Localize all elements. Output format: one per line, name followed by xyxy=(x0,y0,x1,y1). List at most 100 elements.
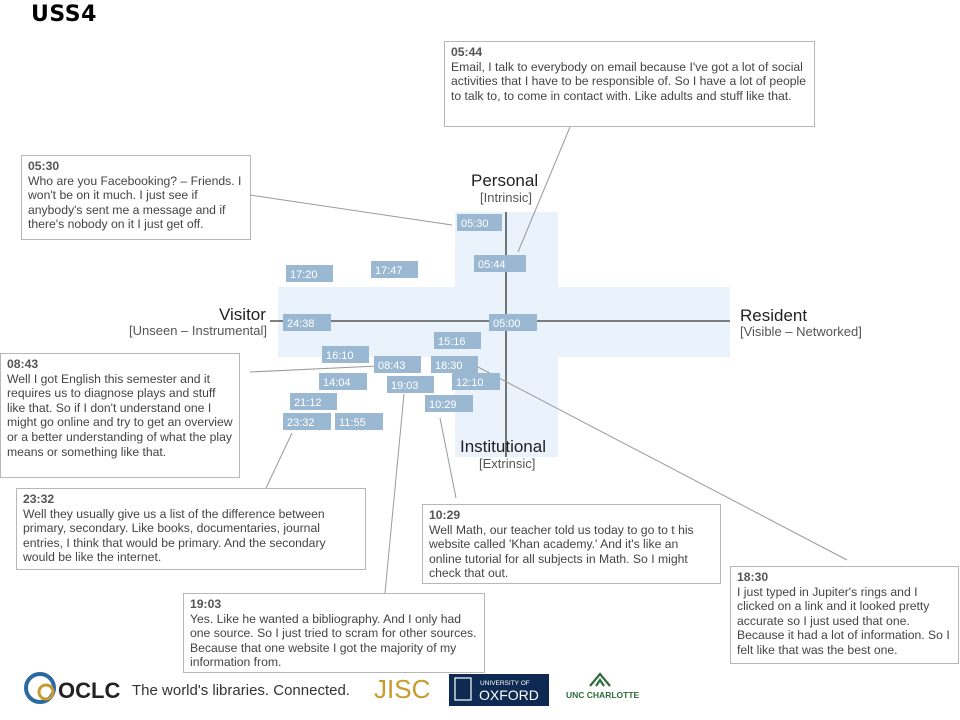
callout-timestamp: 19:03 xyxy=(190,597,222,611)
marker-17-47: 17:47 xyxy=(371,261,418,278)
marker-15-16-label: 15:16 xyxy=(438,336,466,348)
marker-19-03-label: 19:03 xyxy=(391,380,419,392)
axis-bottom-sub: [Extrinsic] xyxy=(479,456,536,471)
marker-12-10-label: 12:10 xyxy=(456,377,484,389)
marker-05-44: 05:44 xyxy=(474,255,526,272)
callout-timestamp: 18:30 xyxy=(737,570,769,584)
marker-24-38-label: 24:38 xyxy=(287,318,315,330)
marker-17-20: 17:20 xyxy=(286,265,333,282)
callout-text: Well I got English this semester and it … xyxy=(7,371,233,459)
callout-08-43: 08:43 Well I got English this semester a… xyxy=(0,353,240,478)
oxford-logo-bg xyxy=(449,674,549,706)
callout-text: Yes. Like he wanted a bibliography. And … xyxy=(190,611,477,670)
marker-10-29-box xyxy=(425,395,473,412)
marker-15-16: 15:16 xyxy=(434,332,481,349)
marker-21-12-label: 21:12 xyxy=(294,397,322,409)
marker-23-32: 23:32 xyxy=(283,413,331,430)
marker-17-47-box xyxy=(371,261,418,278)
axis-top-label: Personal xyxy=(471,171,539,190)
connector-23-32 xyxy=(265,432,293,489)
marker-10-29: 10:29 xyxy=(425,395,473,412)
axis-top-sub: [Intrinsic] xyxy=(480,190,533,205)
axis-right-label: Resident xyxy=(740,306,808,325)
jisc-logo-text: JISC xyxy=(374,674,430,704)
callout-05-30: 05:30 Who are you Facebooking? – Friends… xyxy=(21,155,251,240)
marker-23-32-box xyxy=(283,413,331,430)
connector-lines xyxy=(249,126,848,594)
callout-timestamp: 05:30 xyxy=(28,159,60,173)
callout-timestamp: 10:29 xyxy=(429,508,461,522)
marker-21-12-box xyxy=(290,393,337,410)
marker-11-55-label: 11:55 xyxy=(339,417,366,429)
marker-18-30-box xyxy=(431,356,478,373)
callout-05-44: 05:44 Email, I talk to everybody on emai… xyxy=(444,41,815,127)
callout-text: Well they usually give us a list of the … xyxy=(23,506,326,565)
oxford-logo: UNIVERSITY OF OXFORD xyxy=(449,674,549,706)
callout-text: I just typed in Jupiter's rings and I cl… xyxy=(737,584,950,657)
unc-logo: UNC CHARLOTTE xyxy=(566,672,640,700)
connector-19-03 xyxy=(384,393,405,594)
marker-05-30-box xyxy=(457,214,502,231)
marker-12-10: 12:10 xyxy=(452,373,500,390)
marker-14-04-box xyxy=(319,373,367,390)
marker-11-55: 11:55 xyxy=(335,413,383,430)
marker-05-00-label: 05:00 xyxy=(493,318,521,330)
marker-08-43: 08:43 xyxy=(374,356,421,373)
oclc-logo-mark-inner xyxy=(37,683,55,701)
connector-08-43 xyxy=(249,365,379,373)
marker-14-04: 14:04 xyxy=(319,373,367,390)
unc-logo-mark xyxy=(589,672,611,687)
marker-12-10-box xyxy=(452,373,500,390)
marker-24-38: 24:38 xyxy=(283,314,331,331)
jisc-logo: JISC xyxy=(374,674,430,704)
connector-05-30 xyxy=(249,194,453,226)
marker-17-20-label: 17:20 xyxy=(290,269,318,281)
title: USS4 xyxy=(31,2,97,27)
marker-16-10-box xyxy=(322,346,369,363)
marker-10-29-label: 10:29 xyxy=(429,399,457,411)
callout-18-30: 18:30 I just typed in Jupiter's rings an… xyxy=(730,566,959,664)
oclc-logo: OCLC xyxy=(24,672,120,704)
oclc-logo-mark-outer xyxy=(24,672,56,704)
oxford-logo-text: OXFORD xyxy=(479,687,539,703)
marker-05-30-label: 05:30 xyxy=(461,218,489,230)
marker-18-30-label: 18:30 xyxy=(435,360,463,372)
oxford-logo-top: UNIVERSITY OF xyxy=(480,680,530,687)
callout-timestamp: 08:43 xyxy=(7,357,39,371)
marker-11-55-box xyxy=(335,413,383,430)
marker-14-04-label: 14:04 xyxy=(323,377,351,389)
connector-10-29 xyxy=(439,417,457,499)
connector-05-44 xyxy=(517,126,571,253)
marker-16-10: 16:10 xyxy=(322,346,369,363)
marker-23-32-label: 23:32 xyxy=(287,417,315,429)
callout-10-29: 10:29 Well Math, our teacher told us tod… xyxy=(422,504,721,584)
marker-15-16-box xyxy=(434,332,481,349)
marker-19-03-box xyxy=(387,376,434,393)
marker-05-44-label: 05:44 xyxy=(478,259,506,271)
marker-08-43-box xyxy=(374,356,421,373)
marker-08-43-label: 08:43 xyxy=(378,360,406,372)
marker-16-10-label: 16:10 xyxy=(326,350,354,362)
callout-23-32: 23:32 Well they usually give us a list o… xyxy=(16,488,366,570)
axis-bottom-label: Institutional xyxy=(460,437,546,456)
unc-logo-text: UNC CHARLOTTE xyxy=(566,690,640,700)
callout-timestamp: 23:32 xyxy=(23,492,55,506)
connector-18-30 xyxy=(477,366,848,561)
callout-text: Who are you Facebooking? – Friends. I wo… xyxy=(28,173,242,232)
oclc-tagline: The world's libraries. Connected. xyxy=(132,682,350,699)
axis-left-label: Visitor xyxy=(219,305,266,324)
callout-text: Well Math, our teacher told us today to … xyxy=(429,522,694,581)
axis-right-sub: [Visible – Networked] xyxy=(740,324,862,339)
marker-17-20-box xyxy=(286,265,333,282)
marker-18-30: 18:30 xyxy=(431,356,478,373)
oclc-logo-text: OCLC xyxy=(58,678,120,703)
callout-text: Email, I talk to everybody on email beca… xyxy=(451,59,807,103)
callout-timestamp: 05:44 xyxy=(451,45,483,59)
marker-24-38-box xyxy=(283,314,331,331)
marker-05-00: 05:00 xyxy=(489,314,537,331)
marker-19-03: 19:03 xyxy=(387,376,434,393)
axis-left-sub: [Unseen – Instrumental] xyxy=(129,323,268,338)
marker-17-47-label: 17:47 xyxy=(375,265,403,277)
marker-05-00-box xyxy=(489,314,537,331)
